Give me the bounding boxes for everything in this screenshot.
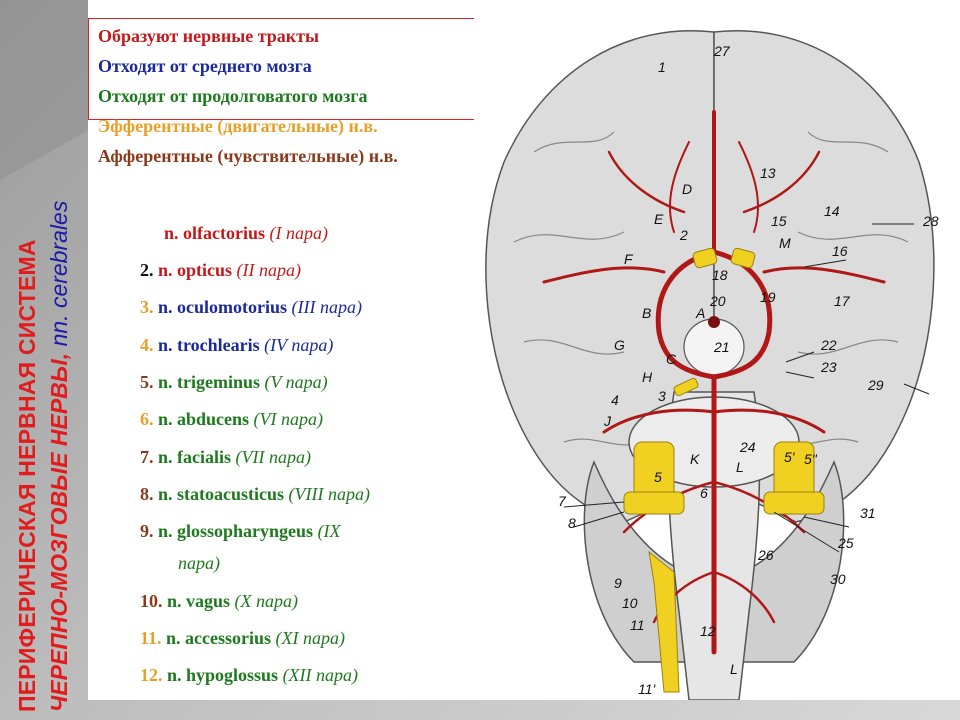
label-9: 9: [614, 575, 622, 591]
label-B: B: [642, 305, 651, 321]
label-1: 1: [658, 59, 666, 75]
label-28: 28: [922, 213, 939, 229]
label-5-prime: 5': [784, 449, 796, 465]
label-21: 21: [713, 339, 730, 355]
label-18: 18: [712, 267, 728, 283]
side-title-main: ПЕРИФЕРИЧЕСКАЯ НЕРВНАЯ СИСТЕМА: [14, 239, 41, 712]
nerve-item-4: 4. n. trochlearis (IV пара): [140, 334, 333, 356]
nerve-item-1: n. olfactorius (I пара): [164, 222, 328, 244]
legend-efferent: Эфферентные (двигательные) н.в.: [98, 116, 378, 137]
label-24: 24: [739, 439, 756, 455]
label-17: 17: [834, 293, 851, 309]
nerve-item-12: 12. n. hypoglossus (XII пара): [140, 664, 358, 686]
label-L: L: [736, 459, 744, 475]
label-15: 15: [771, 213, 787, 229]
label-23: 23: [820, 359, 837, 375]
nerve-item-3: 3. n. oculomotorius (III пара): [140, 296, 362, 318]
label-11-prime: 11': [638, 681, 657, 697]
nerve-item-8: 8. n. statoacusticus (VIII пара): [140, 483, 370, 505]
facial-statoacoustic-right: [764, 492, 824, 514]
label-5: 5: [654, 469, 662, 485]
label-K: K: [690, 451, 700, 467]
label-4: 4: [611, 392, 619, 408]
label-31: 31: [860, 505, 876, 521]
label-20: 20: [709, 293, 726, 309]
facial-statoacoustic-left: [624, 492, 684, 514]
label-H: H: [642, 369, 653, 385]
label-11: 11: [630, 617, 645, 633]
label-G: G: [614, 337, 625, 353]
label-22: 22: [820, 337, 837, 353]
side-title-secondary: ЧЕРЕПНО-МОЗГОВЫЕ НЕРВЫ, nn. cerebrales: [46, 201, 73, 712]
label-10: 10: [622, 595, 638, 611]
brain-diagram: 1 27 D E 2 13 14 15 28 M 16 F 18 20 19 1…: [474, 12, 948, 700]
label-14: 14: [824, 203, 840, 219]
mammillary-body: [708, 316, 720, 328]
label-13: 13: [760, 165, 776, 181]
label-M: M: [779, 235, 791, 251]
side-title-latin: nn. cerebrales: [46, 201, 72, 347]
label-6: 6: [700, 485, 708, 501]
nerve-item-10: 10. n. vagus (X пара): [140, 590, 298, 612]
label-D: D: [682, 181, 692, 197]
label-F: F: [624, 251, 634, 267]
nerve-item-2: 2. n. opticus (II пара): [140, 259, 301, 281]
nerve-item-9-cont: пара): [178, 552, 220, 574]
label-19: 19: [760, 289, 776, 305]
legend-tracts: Образуют нервные тракты: [98, 26, 319, 47]
nerve-item-11: 11. n. accessorius (XI пара): [140, 627, 345, 649]
brain-base-illustration: 1 27 D E 2 13 14 15 28 M 16 F 18 20 19 1…: [474, 12, 948, 700]
label-L-lower: L: [730, 661, 738, 677]
label-27: 27: [713, 43, 731, 59]
side-title-cranial: ЧЕРЕПНО-МОЗГОВЫЕ НЕРВЫ,: [46, 353, 72, 712]
label-J: J: [603, 413, 612, 429]
label-25: 25: [837, 535, 854, 551]
nerve-item-6: 6. n. abducens (VI пара): [140, 408, 323, 430]
label-26: 26: [757, 547, 774, 563]
nerve-item-5: 5. n. trigeminus (V пара): [140, 371, 328, 393]
label-16: 16: [832, 243, 848, 259]
label-12: 12: [700, 623, 716, 639]
legend-afferent: Афферентные (чувствительные) н.в.: [98, 146, 398, 167]
label-7: 7: [558, 493, 567, 509]
legend-midbrain: Отходят от среднего мозга: [98, 56, 312, 77]
nerve-item-7: 7. n. facialis (VII пара): [140, 446, 311, 468]
label-E: E: [654, 211, 664, 227]
label-2: 2: [679, 227, 688, 243]
label-8: 8: [568, 515, 576, 531]
label-30: 30: [830, 571, 846, 587]
legend-medulla: Отходят от продолговатого мозга: [98, 86, 368, 107]
label-5-double-prime: 5": [804, 451, 818, 467]
label-29: 29: [867, 377, 884, 393]
nerve-item-9: 9. n. glossopharyngeus (IX: [140, 520, 341, 542]
label-C: C: [666, 351, 677, 367]
label-3: 3: [658, 388, 666, 404]
label-A: A: [695, 305, 705, 321]
